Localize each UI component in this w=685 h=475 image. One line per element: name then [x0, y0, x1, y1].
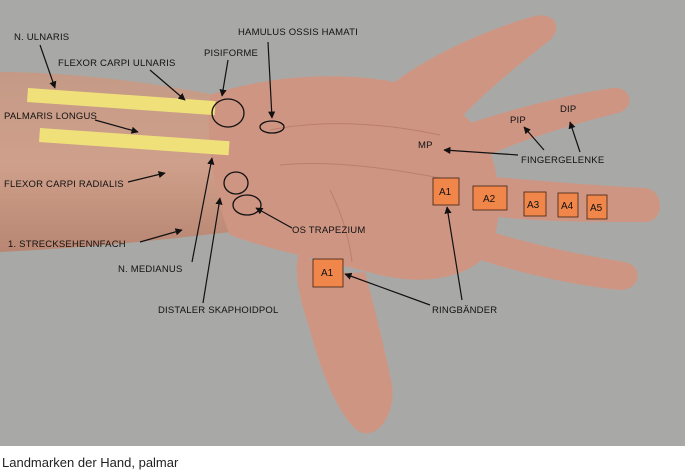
pulley-a4: A4	[561, 201, 574, 212]
label-n-ulnaris: N. ULNARIS	[14, 32, 69, 43]
hand-landmarks-photo: A1 A2 A3 A4 A5 A1 N. ULNARIS FLEXOR CARP…	[0, 0, 685, 446]
label-palmaris-longus: PALMARIS LONGUS	[4, 111, 97, 122]
pulley-a3: A3	[527, 200, 540, 211]
label-flexor-carpi-radialis: FLEXOR CARPI RADIALIS	[4, 179, 124, 190]
pulley-a5: A5	[590, 203, 603, 214]
figure-caption: Landmarken der Hand, palmar	[2, 455, 179, 470]
pulley-a1-finger: A1	[439, 187, 452, 198]
hamulus-outline	[259, 120, 285, 134]
scaphoid-outline	[223, 171, 249, 195]
trapezium-outline	[232, 194, 262, 216]
label-fingergelenke: FINGERGELENKE	[521, 155, 604, 166]
label-n-medianus: N. MEDIANUS	[118, 264, 182, 275]
label-strecksehnenfach: 1. STRECKSEHENNFACH	[8, 239, 126, 250]
label-dip: DIP	[560, 104, 576, 115]
annotation-arrows	[39, 41, 581, 306]
pulley-a2: A2	[483, 194, 496, 205]
label-hamulus: HAMULUS OSSIS HAMATI	[238, 27, 358, 38]
pisiforme-outline	[211, 98, 245, 128]
label-pisiforme: PISIFORME	[204, 48, 258, 59]
pulley-a1-thumb: A1	[321, 268, 334, 279]
hand	[208, 15, 660, 434]
palmaris-longus-marker	[39, 127, 230, 156]
label-os-trapezium: OS TRAPEZIUM	[292, 225, 365, 236]
label-ringbaender: RINGBÄNDER	[432, 305, 497, 316]
label-mp: MP	[418, 140, 433, 151]
label-pip: PIP	[510, 115, 526, 126]
forearm	[0, 72, 250, 252]
label-distaler-skaphoidpol: DISTALER SKAPHOIDPOL	[158, 305, 279, 316]
label-flexor-carpi-ulnaris: FLEXOR CARPI ULNARIS	[58, 58, 176, 69]
n-ulnaris-marker	[27, 88, 216, 116]
pulley-boxes	[312, 177, 608, 288]
